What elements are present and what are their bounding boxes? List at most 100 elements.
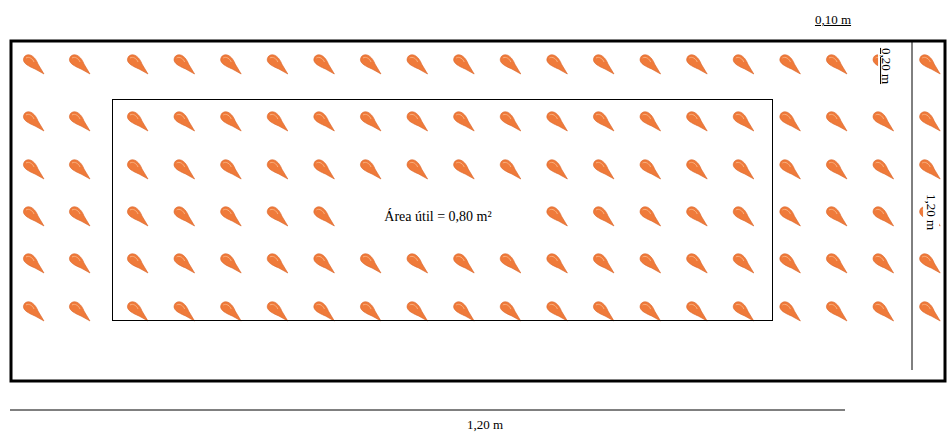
carrot (826, 207, 847, 226)
carrot (174, 254, 195, 273)
carrot (221, 160, 242, 179)
carrot (454, 160, 475, 179)
carrot (500, 254, 521, 273)
carrot (780, 55, 801, 74)
carrot (733, 55, 754, 74)
carrot (267, 207, 288, 226)
carrot (127, 207, 148, 226)
carrot (826, 160, 847, 179)
carrot (314, 160, 335, 179)
dimension-label: 1,20 m (465, 417, 505, 433)
carrot (267, 112, 288, 131)
carrot (23, 55, 44, 74)
carrot (640, 55, 661, 74)
carrot (23, 207, 44, 226)
carrot (873, 160, 894, 179)
carrot (454, 254, 475, 273)
carrot (23, 302, 44, 321)
carrot (593, 302, 614, 321)
carrot (640, 160, 661, 179)
carrot (500, 160, 521, 179)
carrot (127, 55, 148, 74)
carrot (640, 112, 661, 131)
carrot (267, 55, 288, 74)
carrot (920, 302, 941, 321)
carrot (687, 302, 708, 321)
carrot (640, 302, 661, 321)
carrot (174, 112, 195, 131)
dimension-line (912, 40, 913, 370)
carrot (23, 160, 44, 179)
carrot (221, 302, 242, 321)
carrot (360, 112, 381, 131)
carrot (780, 254, 801, 273)
area-label: Área útil = 0,80 m² (381, 208, 494, 226)
carrot (687, 112, 708, 131)
carrot (500, 112, 521, 131)
carrot (920, 55, 941, 74)
useful-area-box: Área útil = 0,80 m² (112, 99, 773, 321)
carrot (267, 254, 288, 273)
carrot (873, 112, 894, 131)
carrot (733, 302, 754, 321)
dimension-line (10, 410, 845, 411)
carrot (826, 112, 847, 131)
carrot (69, 112, 90, 131)
carrot (174, 55, 195, 74)
carrot (69, 55, 90, 74)
carrot (127, 302, 148, 321)
carrot (127, 254, 148, 273)
carrot (69, 207, 90, 226)
carrot (127, 112, 148, 131)
carrot (547, 302, 568, 321)
carrot (314, 207, 335, 226)
carrot (500, 302, 521, 321)
carrot (873, 302, 894, 321)
carrot (407, 55, 428, 74)
carrot (547, 254, 568, 273)
carrot (826, 302, 847, 321)
carrot (547, 160, 568, 179)
carrot (127, 160, 148, 179)
carrot-rows (23, 55, 940, 321)
carrot (314, 112, 335, 131)
carrot (547, 207, 568, 226)
carrot (221, 55, 242, 74)
carrot (454, 112, 475, 131)
carrot (174, 302, 195, 321)
carrot (314, 55, 335, 74)
carrot (547, 55, 568, 74)
carrot (360, 302, 381, 321)
carrot (780, 112, 801, 131)
carrot (920, 254, 941, 273)
carrot (23, 254, 44, 273)
carrot (360, 254, 381, 273)
carrot (360, 55, 381, 74)
carrot (873, 207, 894, 226)
carrot (407, 112, 428, 131)
dimension-label: 0,10 m (813, 12, 853, 28)
carrot (593, 112, 614, 131)
carrot (174, 207, 195, 226)
carrot (407, 254, 428, 273)
carrot (360, 160, 381, 179)
carrot (407, 302, 428, 321)
carrot (593, 55, 614, 74)
carrot (780, 160, 801, 179)
carrot (314, 302, 335, 321)
carrot (500, 55, 521, 74)
carrot (920, 160, 941, 179)
bed-outline (11, 41, 945, 381)
carrot (593, 207, 614, 226)
carrot (640, 207, 661, 226)
carrot (221, 207, 242, 226)
carrot (23, 112, 44, 131)
carrot (733, 207, 754, 226)
carrot (174, 160, 195, 179)
carrot (687, 207, 708, 226)
carrot (221, 254, 242, 273)
dimension-label: 0,20 m (878, 46, 894, 86)
carrot (69, 302, 90, 321)
carrot (826, 55, 847, 74)
carrot (733, 112, 754, 131)
